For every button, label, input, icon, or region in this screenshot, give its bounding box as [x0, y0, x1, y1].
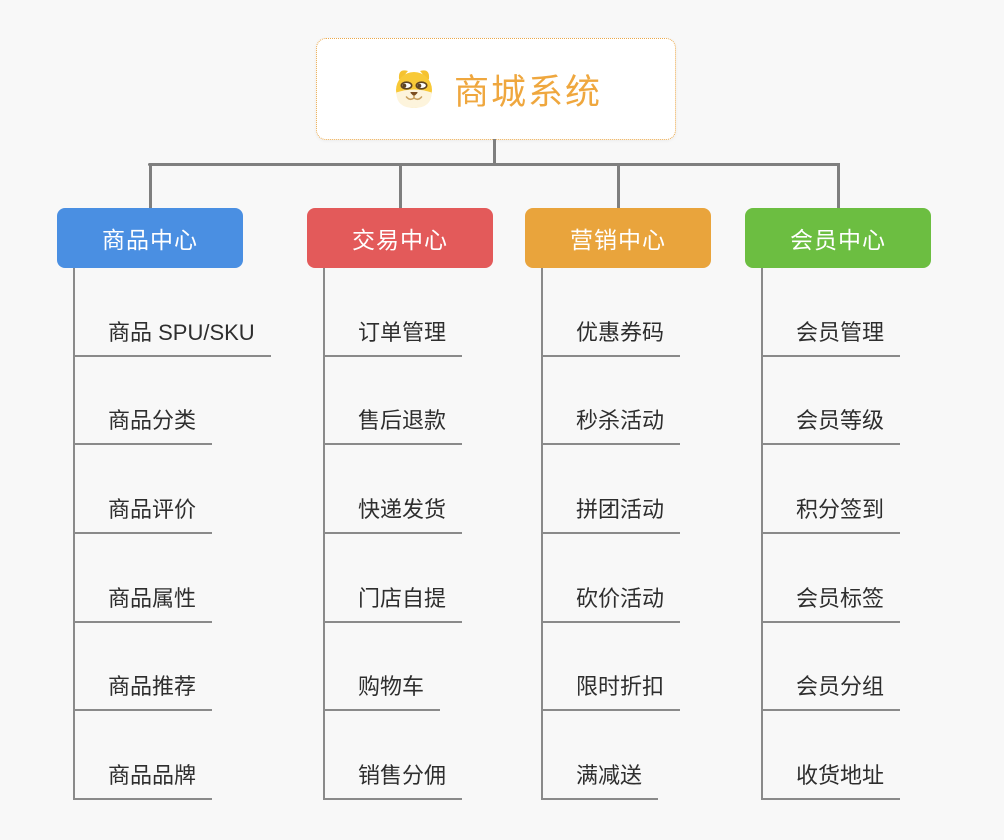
list-item[interactable]: 会员标签 — [763, 534, 901, 623]
list-item[interactable]: 售后退款 — [325, 357, 463, 446]
root-node[interactable]: 商城系统 — [316, 38, 676, 140]
list-item-label: 销售分佣 — [325, 758, 463, 800]
list-item[interactable]: 购物车 — [325, 623, 462, 712]
list-item[interactable]: 会员管理 — [763, 268, 901, 357]
list-item[interactable]: 收货地址 — [763, 711, 901, 800]
list-item[interactable]: 订单管理 — [325, 268, 463, 357]
list-item-label: 满减送 — [543, 758, 659, 800]
list-item-label: 拼团活动 — [543, 492, 681, 534]
list-item[interactable]: 会员分组 — [763, 623, 901, 712]
list-item[interactable]: 优惠券码 — [543, 268, 681, 357]
list-item[interactable]: 积分签到 — [763, 445, 901, 534]
branch-node[interactable]: 交易中心 — [307, 208, 493, 268]
list-item-label: 售后退款 — [325, 403, 463, 446]
branch: 会员中心 会员管理会员等级积分签到会员标签会员分组收货地址 — [745, 0, 931, 840]
list-item-label: 砍价活动 — [543, 581, 681, 623]
list-item-label: 优惠券码 — [543, 315, 681, 357]
connector-drop-line — [148, 163, 152, 209]
connector-root-stem — [493, 139, 496, 166]
branch: 交易中心 订单管理售后退款快递发货门店自提购物车销售分佣 — [307, 0, 493, 840]
list-item[interactable]: 销售分佣 — [325, 711, 463, 800]
dog-face-icon — [390, 65, 438, 113]
list-item-label: 会员管理 — [763, 315, 901, 357]
branch-node[interactable]: 营销中心 — [525, 208, 711, 268]
list-item[interactable]: 商品评价 — [75, 445, 271, 534]
branch: 商品中心 商品 SPU/SKU 商品分类商品评价商品属性商品推荐商品品牌 — [57, 0, 271, 840]
list-item-label: 商品分类 — [75, 403, 213, 446]
list-item[interactable]: 秒杀活动 — [543, 357, 681, 446]
list-item[interactable]: 商品品牌 — [75, 711, 271, 800]
list-item-label: 商品 SPU/SKU — [75, 315, 271, 357]
list-item[interactable]: 门店自提 — [325, 534, 463, 623]
branch-node[interactable]: 商品中心 — [57, 208, 243, 268]
list-item-label: 门店自提 — [325, 581, 463, 623]
branch-item-list: 优惠券码秒杀活动拼团活动砍价活动限时折扣满减送 — [541, 268, 681, 800]
list-item-label: 购物车 — [325, 669, 441, 712]
connector-drop-line — [836, 163, 840, 209]
branch-label: 交易中心 — [352, 227, 448, 253]
list-item-label: 会员等级 — [763, 403, 901, 446]
branch-item-list: 商品 SPU/SKU 商品分类商品评价商品属性商品推荐商品品牌 — [73, 268, 271, 800]
list-item[interactable]: 会员等级 — [763, 357, 901, 446]
list-item-label: 秒杀活动 — [543, 403, 681, 446]
list-item[interactable]: 快递发货 — [325, 445, 463, 534]
branch-node[interactable]: 会员中心 — [745, 208, 931, 268]
branch-item-list: 订单管理售后退款快递发货门店自提购物车销售分佣 — [323, 268, 463, 800]
list-item[interactable]: 商品属性 — [75, 534, 271, 623]
branch-label: 会员中心 — [790, 227, 886, 253]
list-item-label: 商品评价 — [75, 492, 213, 534]
list-item[interactable]: 满减送 — [543, 711, 680, 800]
connector-drop-line — [616, 163, 620, 209]
list-item-label: 订单管理 — [325, 315, 463, 357]
list-item-label: 会员分组 — [763, 669, 901, 712]
list-item-label: 商品推荐 — [75, 669, 213, 712]
list-item[interactable]: 商品分类 — [75, 357, 271, 446]
list-item-label: 快递发货 — [325, 492, 463, 534]
list-item[interactable]: 限时折扣 — [543, 623, 681, 712]
list-item-label: 会员标签 — [763, 581, 901, 623]
connector-horizontal-line — [148, 163, 840, 166]
branch-item-list: 会员管理会员等级积分签到会员标签会员分组收货地址 — [761, 268, 901, 800]
connector-drop-line — [398, 163, 402, 209]
list-item-label: 收货地址 — [763, 758, 901, 800]
list-item[interactable]: 砍价活动 — [543, 534, 681, 623]
list-item-label: 限时折扣 — [543, 669, 681, 712]
list-item-label: 积分签到 — [763, 492, 901, 534]
branch-label: 商品中心 — [102, 227, 198, 253]
root-title: 商城系统 — [453, 72, 602, 112]
list-item[interactable]: 商品推荐 — [75, 623, 271, 712]
list-item[interactable]: 商品 SPU/SKU — [75, 268, 271, 357]
branch: 营销中心 优惠券码秒杀活动拼团活动砍价活动限时折扣满减送 — [525, 0, 711, 840]
list-item-label: 商品品牌 — [75, 758, 213, 800]
list-item-label: 商品属性 — [75, 581, 213, 623]
branch-label: 营销中心 — [570, 227, 666, 253]
list-item[interactable]: 拼团活动 — [543, 445, 681, 534]
